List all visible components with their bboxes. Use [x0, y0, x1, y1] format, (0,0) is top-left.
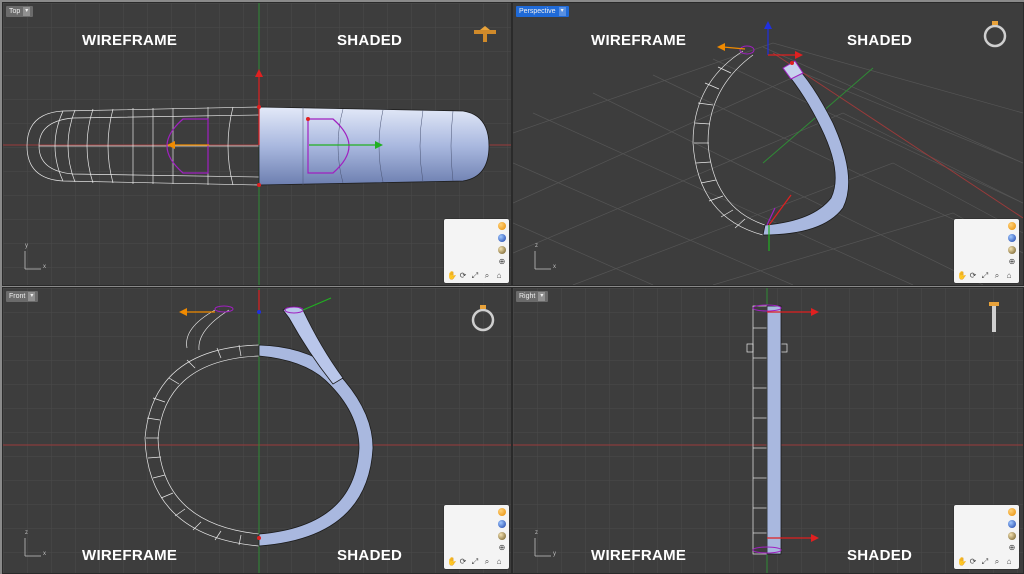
axis-x-label: x	[43, 264, 46, 270]
rendered-gold-icon[interactable]	[497, 531, 507, 541]
viewport-tab-label: Right	[519, 293, 536, 300]
home-icon[interactable]: ⌂	[496, 271, 502, 280]
wireframe-ring-perspective	[692, 50, 766, 236]
shaded-label: SHADED	[847, 32, 913, 49]
rendered-gold-icon[interactable]	[1007, 531, 1017, 541]
pan-icon[interactable]: ✋	[447, 271, 457, 280]
zoom-extents-icon[interactable]: ⤢	[981, 271, 989, 280]
axis-x-label: x	[43, 551, 46, 557]
pan-icon[interactable]: ✋	[957, 557, 967, 566]
display-mode-widget: ⊕ ✋ ⟳ ⤢ ⌕ ⌂	[954, 505, 1019, 569]
target-icon[interactable]: ⊕	[1008, 257, 1016, 266]
wireframe-ring-front	[144, 309, 260, 547]
perspective-scene	[513, 21, 1023, 285]
rotate-icon[interactable]: ⟳	[969, 557, 977, 566]
zoom-icon[interactable]: ⌕	[994, 271, 1000, 280]
viewport-tab-label: Top	[9, 8, 21, 15]
zoom-extents-icon[interactable]: ⤢	[471, 271, 479, 280]
axis-z-label: z	[535, 243, 538, 249]
rendered-gold-icon[interactable]	[497, 245, 507, 255]
viewport-tab-front[interactable]: Front ▾	[6, 291, 39, 302]
viewport-tab-label: Perspective	[519, 8, 556, 15]
shaded-label: SHADED	[337, 547, 403, 564]
wireframe-label: WIREFRAME	[591, 32, 687, 49]
viewport-front[interactable]: Front ▾ WIREFRAME SHADED z x ⊕ ✋ ⟳ ⤢ ⌕ ⌂	[2, 287, 512, 574]
right-scene	[513, 288, 1023, 573]
render-orange-icon[interactable]	[1007, 507, 1017, 517]
shaded-label: SHADED	[847, 547, 913, 564]
rotate-icon[interactable]: ⟳	[969, 271, 977, 280]
render-orange-icon[interactable]	[497, 507, 507, 517]
target-icon[interactable]: ⊕	[498, 257, 506, 266]
viewport-tab-label: Front	[9, 293, 26, 300]
zoom-extents-icon[interactable]: ⤢	[471, 557, 479, 566]
display-mode-widget: ⊕ ✋ ⟳ ⤢ ⌕ ⌂	[954, 219, 1019, 283]
display-mode-widget: ⊕ ✋ ⟳ ⤢ ⌕ ⌂	[444, 219, 509, 283]
wireframe-label: WIREFRAME	[82, 547, 178, 564]
viewport-tab-perspective[interactable]: Perspective ▾	[516, 6, 569, 17]
zoom-icon[interactable]: ⌕	[484, 271, 490, 280]
rotate-icon[interactable]: ⟳	[459, 557, 467, 566]
viewport-top[interactable]: Top ▾ WIREFRAME SHADED y x ⊕ ✋ ⟳ ⤢ ⌕ ⌂	[2, 2, 512, 286]
shaded-blue-icon[interactable]	[497, 519, 507, 529]
viewport-tab-right[interactable]: Right ▾	[516, 291, 549, 302]
chevron-down-icon[interactable]: ▾	[538, 292, 546, 301]
ring-right-thumbnail-icon	[989, 302, 999, 332]
ring-top-thumbnail-icon	[474, 26, 496, 42]
home-icon[interactable]: ⌂	[1006, 557, 1012, 566]
render-orange-icon[interactable]	[497, 221, 507, 231]
ring-front-thumbnail-icon	[471, 305, 495, 332]
front-scene	[3, 288, 511, 573]
shaded-label: SHADED	[337, 32, 403, 49]
wireframe-label: WIREFRAME	[82, 32, 178, 49]
chevron-down-icon[interactable]: ▾	[28, 292, 36, 301]
shaded-blue-icon[interactable]	[497, 233, 507, 243]
zoom-icon[interactable]: ⌕	[994, 557, 1000, 566]
pan-icon[interactable]: ✋	[957, 271, 967, 280]
shaded-ring-right	[766, 305, 782, 555]
home-icon[interactable]: ⌂	[496, 557, 502, 566]
home-icon[interactable]: ⌂	[1006, 271, 1012, 280]
shaded-blue-icon[interactable]	[1007, 519, 1017, 529]
target-icon[interactable]: ⊕	[498, 543, 506, 552]
viewport-tab-top[interactable]: Top ▾	[6, 6, 34, 17]
render-orange-icon[interactable]	[1007, 221, 1017, 231]
chevron-down-icon[interactable]: ▾	[558, 7, 566, 16]
zoom-icon[interactable]: ⌕	[484, 557, 490, 566]
shaded-blue-icon[interactable]	[1007, 233, 1017, 243]
shaded-ring-perspective	[762, 62, 849, 236]
chevron-down-icon[interactable]: ▾	[23, 7, 31, 16]
display-mode-widget: ⊕ ✋ ⟳ ⤢ ⌕ ⌂	[444, 505, 509, 569]
shaded-ring-top	[258, 106, 490, 186]
viewport-perspective[interactable]: Perspective ▾ WIREFRAME SHADED z x ⊕ ✋ ⟳…	[512, 2, 1024, 286]
top-scene	[3, 3, 511, 285]
viewport-right[interactable]: Right ▾ WIREFRAME SHADED z y ⊕ ✋ ⟳ ⤢ ⌕ ⌂	[512, 287, 1024, 574]
rendered-gold-icon[interactable]	[1007, 245, 1017, 255]
zoom-extents-icon[interactable]: ⤢	[981, 557, 989, 566]
target-icon[interactable]: ⊕	[1008, 543, 1016, 552]
pan-icon[interactable]: ✋	[447, 557, 457, 566]
rotate-icon[interactable]: ⟳	[459, 271, 467, 280]
axis-y-label: y	[25, 243, 28, 249]
axis-x-label: x	[553, 264, 556, 270]
ring-perspective-thumbnail-icon	[983, 21, 1007, 48]
wireframe-label: WIREFRAME	[591, 547, 687, 564]
axis-z-label: z	[25, 530, 28, 536]
axis-y-label: y	[553, 551, 556, 557]
axis-z-label: z	[535, 530, 538, 536]
